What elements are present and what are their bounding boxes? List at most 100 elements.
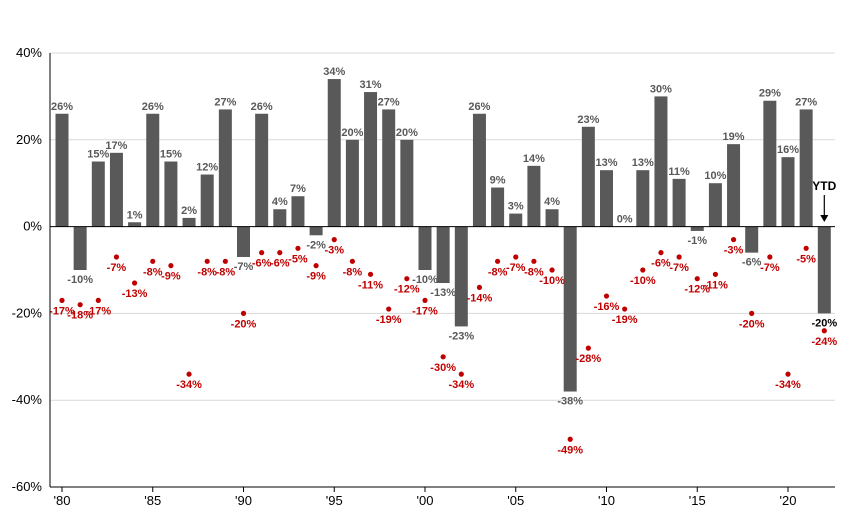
drawdown-point	[658, 250, 664, 256]
bar-label: 3%	[508, 201, 524, 213]
drawdown-point	[712, 271, 719, 277]
drawdown-label: -3%	[724, 245, 744, 257]
bar-label: 15%	[87, 149, 109, 161]
bar-label: 20%	[396, 127, 418, 139]
drawdown-point	[730, 237, 737, 243]
bar-label: 27%	[795, 96, 817, 108]
drawdown-label: -8%	[488, 266, 508, 278]
drawdown-label: -24%	[811, 336, 837, 348]
drawdown-point	[204, 258, 210, 264]
bar-label: 17%	[105, 140, 127, 152]
bar-label: -7%	[234, 261, 254, 273]
drawdown-point	[295, 245, 301, 251]
drawdown-label: -8%	[143, 266, 163, 278]
bar-label: -1%	[687, 235, 707, 247]
drawdown-point	[77, 302, 83, 308]
bar-label: 10%	[704, 170, 726, 182]
drawdown-label: -7%	[760, 262, 780, 274]
y-tick-label: 40%	[16, 45, 42, 60]
bar-label: 26%	[51, 101, 73, 113]
drawdown-label: -7%	[506, 262, 526, 274]
bar	[182, 217, 196, 227]
drawdown-series: -17%-18%-17%-7%-13%-8%-9%-34%-8%-8%-20%-…	[49, 237, 837, 456]
bar	[509, 213, 523, 227]
drawdown-point	[785, 371, 791, 377]
bar-label: 4%	[272, 196, 288, 208]
x-tick-label: '05	[507, 493, 524, 508]
bar	[128, 222, 142, 227]
drawdown-label: -17%	[412, 305, 438, 317]
bar	[600, 170, 613, 227]
bar	[817, 226, 831, 314]
drawdown-point	[567, 436, 573, 442]
drawdown-point	[440, 354, 446, 360]
drawdown-label: -34%	[448, 379, 474, 391]
y-axis: 40%20%0%-20%-40%-60%	[12, 45, 51, 494]
drawdown-point	[749, 310, 755, 316]
drawdown-point	[821, 328, 827, 334]
drawdown-point	[676, 254, 682, 260]
drawdown-label: -6%	[252, 258, 272, 270]
bar	[563, 226, 577, 392]
bar-label: 29%	[759, 88, 781, 100]
drawdown-label: -14%	[467, 292, 493, 304]
bar	[690, 226, 704, 231]
drawdown-label: -7%	[669, 262, 689, 274]
drawdown-point	[458, 371, 464, 377]
drawdown-point	[186, 371, 192, 377]
bar	[727, 144, 741, 227]
bar-label: 1%	[127, 209, 143, 221]
drawdown-label: -10%	[539, 275, 565, 287]
drawdown-point	[495, 258, 501, 264]
y-tick-label: -20%	[12, 305, 43, 320]
drawdown-point	[386, 306, 392, 312]
drawdown-label: -3%	[324, 245, 344, 257]
bar	[491, 187, 505, 227]
bar	[545, 209, 559, 227]
bar	[91, 161, 105, 227]
bar-label: 34%	[323, 66, 345, 78]
drawdown-point	[622, 306, 628, 312]
bar	[146, 113, 160, 227]
y-tick-label: -40%	[12, 392, 43, 407]
bar	[472, 113, 486, 227]
drawdown-point	[531, 258, 537, 264]
drawdown-label: -17%	[49, 305, 75, 317]
drawdown-point	[367, 271, 374, 277]
bar-label: 20%	[341, 127, 363, 139]
drawdown-label: -12%	[684, 284, 710, 296]
drawdown-point	[422, 297, 428, 303]
drawdown-point	[132, 280, 138, 286]
drawdown-point	[694, 276, 700, 282]
drawdown-label: -13%	[122, 288, 148, 300]
drawdown-label: -34%	[176, 379, 202, 391]
y-tick-label: -60%	[12, 479, 43, 494]
bar-label: -10%	[412, 274, 438, 286]
bar-label: 12%	[196, 162, 218, 174]
x-tick-label: '85	[144, 493, 161, 508]
drawdown-point	[349, 258, 355, 264]
bar-label: 27%	[378, 96, 400, 108]
x-tick-label: '10	[598, 493, 615, 508]
ytd-arrow-head	[820, 215, 829, 222]
bar	[581, 126, 595, 227]
drawdown-label: -18%	[67, 310, 93, 322]
bar-label: 23%	[577, 114, 599, 126]
bar	[400, 139, 414, 227]
drawdown-point	[767, 254, 773, 260]
drawdown-label: -34%	[775, 379, 801, 391]
drawdown-point	[404, 276, 410, 282]
bar	[382, 109, 396, 227]
drawdown-label: -5%	[288, 253, 308, 265]
drawdown-point	[222, 258, 228, 264]
bar-label: 26%	[468, 101, 490, 113]
drawdown-label: -8%	[343, 266, 363, 278]
bar-label: -38%	[557, 396, 583, 408]
bar	[255, 113, 269, 227]
bar-label: -23%	[448, 330, 474, 342]
bar-label: 14%	[523, 153, 545, 165]
bar-label: -10%	[67, 274, 93, 286]
x-axis: '80'85'90'95'00'05'10'15'20	[50, 486, 835, 508]
bar-label: -20%	[811, 317, 837, 329]
bar	[109, 152, 123, 227]
